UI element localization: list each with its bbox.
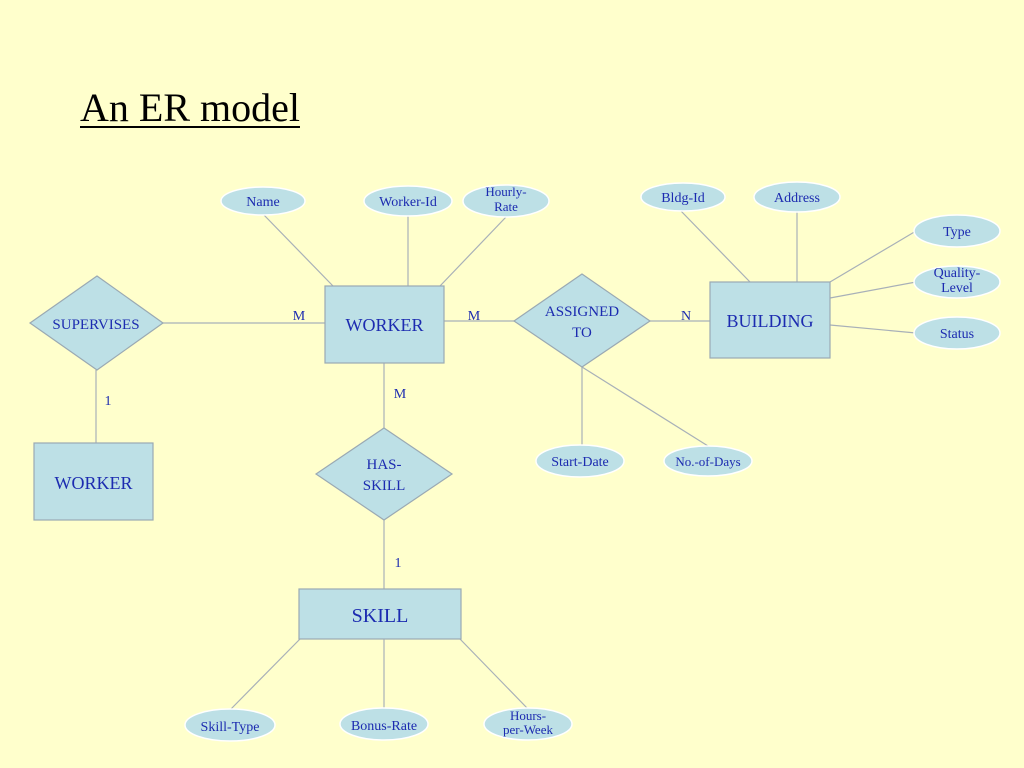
relationship-label-line2: TO [572,325,592,341]
relationship-has-skill: HAS- SKILL [314,427,454,521]
attribute-label: Start-Date [551,455,609,470]
relationship-label: SUPERVISES [52,317,139,333]
cardinality-supervises-worker: M [293,309,306,324]
entity-worker-main: WORKER [324,285,445,364]
attribute-bonus-rate: Bonus-Rate [339,707,429,741]
attribute-label: Skill-Type [201,720,260,735]
relationship-label-line1: ASSIGNED [545,304,619,320]
attribute-label: Type [943,225,971,240]
relationship-label-line1: HAS- [366,457,401,473]
attribute-label: Address [774,191,820,206]
page-title: An ER model [80,85,300,130]
cardinality-assigned-building: N [681,309,691,324]
entity-label: SKILL [352,605,409,627]
line-skill-skilltype [229,638,301,711]
attribute-status: Status [913,316,1001,350]
attribute-skill-type: Skill-Type [184,708,276,742]
cardinality-hasskill-skill: 1 [395,556,402,571]
cardinality-assigned-worker: M [468,309,481,324]
attribute-start-date: Start-Date [535,444,625,478]
attribute-label-line2: Rate [494,199,518,214]
entity-label: WORKER [346,315,424,335]
attribute-worker-id: Worker-Id [363,185,453,217]
attribute-label-line1: Quality- [934,266,981,281]
relationship-label-line2: SKILL [363,478,406,494]
cardinality-supervises-supervisor: 1 [105,394,112,409]
relationship-supervises: SUPERVISES [28,275,165,371]
line-quality-building [829,281,917,299]
entity-skill: SKILL [298,588,462,640]
attribute-address: Address [753,181,841,213]
entity-worker-supervisor: WORKER [33,442,154,521]
attribute-no-of-days: No.-of-Days [663,445,753,477]
line-status-building [829,324,917,334]
attribute-bldg-id: Bldg-Id [640,182,726,212]
line-type-building [829,230,917,283]
attribute-name: Name [220,186,306,216]
attribute-label-line1: Hourly- [485,184,526,199]
cardinality-hasskill-worker: M [394,387,407,402]
relationship-assigned-to: ASSIGNED TO [512,273,652,368]
attribute-label: Bonus-Rate [351,719,417,734]
line-hourlyrate-worker [439,216,507,287]
attribute-label-line2: per-Week [503,722,553,737]
attribute-label: No.-of-Days [675,454,740,469]
attribute-label-line1: Hours- [510,708,546,723]
attribute-label-line2: Level [941,281,973,296]
attribute-label: Status [940,327,974,342]
entity-building: BUILDING [709,281,831,359]
attribute-type: Type [913,214,1001,248]
line-assigned-noofdays [581,366,709,447]
attribute-label: Name [246,195,279,210]
entity-label: BUILDING [727,311,814,331]
connectors [95,209,917,711]
attribute-label: Worker-Id [379,195,437,210]
attribute-quality-level: Quality- Level [913,265,1001,299]
line-bldgid-building [679,209,751,283]
attribute-hourly-rate: Hourly- Rate [462,184,550,218]
attribute-hours-per-week: Hours- per-Week [483,707,573,741]
attribute-label: Bldg-Id [661,191,705,206]
line-name-worker [262,213,334,287]
entity-label: WORKER [55,473,133,493]
line-skill-hours [459,638,529,710]
